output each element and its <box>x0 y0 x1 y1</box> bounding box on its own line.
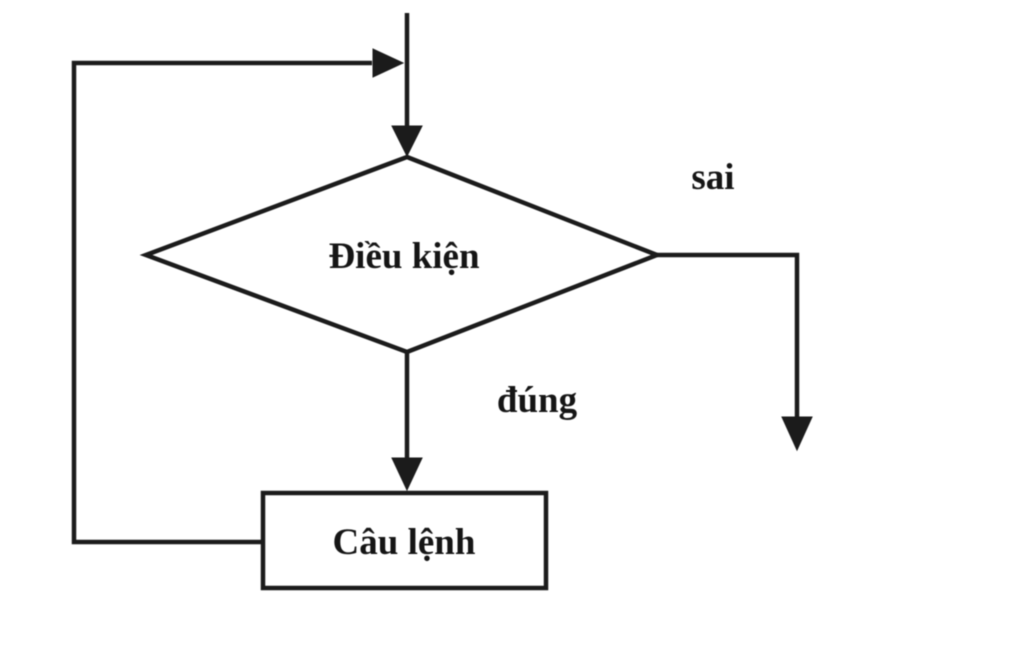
entry-arrowhead-icon <box>391 125 423 158</box>
false-branch-label: sai <box>691 157 734 198</box>
true-branch-arrowhead-icon <box>391 457 423 492</box>
statement-rectangle <box>260 490 549 591</box>
true-branch-label: đúng <box>497 380 578 421</box>
statement-label: Câu lệnh <box>333 522 476 563</box>
loop-back-arrowhead-icon <box>372 48 405 78</box>
loop-back-line <box>71 60 372 545</box>
false-branch-arrowhead-icon <box>781 416 813 452</box>
condition-label: Điều kiện <box>328 236 480 277</box>
false-branch-line <box>657 252 800 417</box>
